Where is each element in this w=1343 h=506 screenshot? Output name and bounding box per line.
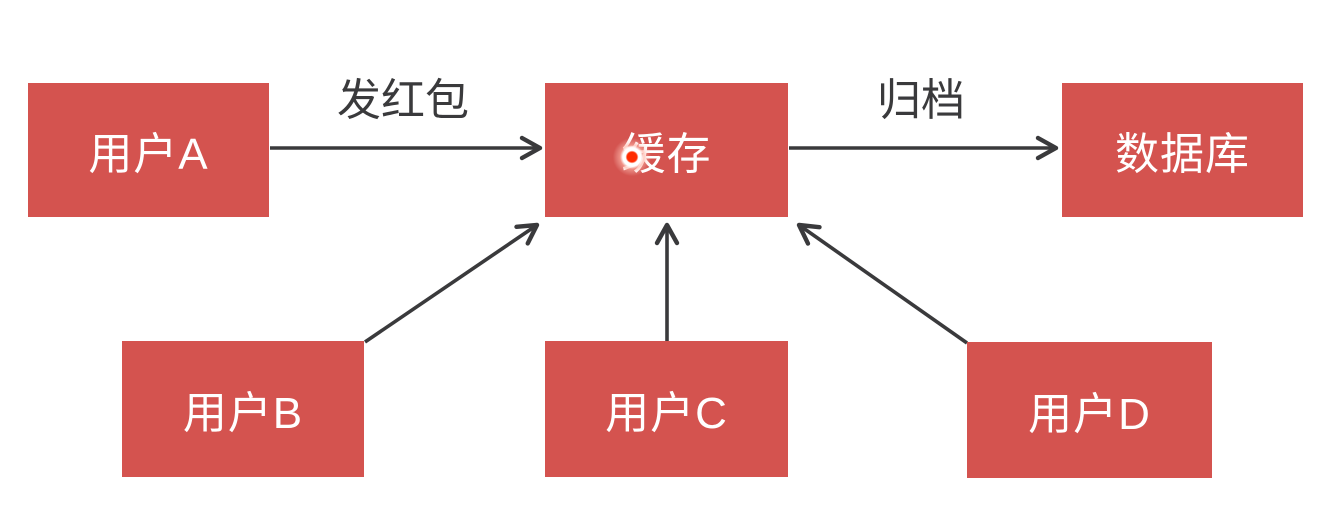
node-user-b-label: 用户B: [182, 389, 304, 438]
node-database: 数据库: [1062, 83, 1303, 217]
node-user-c-label: 用户C: [605, 389, 728, 438]
edge-label-send-red-packet: 发红包: [337, 76, 469, 125]
edge-user-b-to-cache: [363, 222, 540, 344]
node-cache-label: 缓存: [621, 130, 712, 179]
edge-label-archive: 归档: [877, 76, 965, 125]
node-database-label: 数据库: [1115, 130, 1250, 179]
node-user-a: 用户A: [28, 83, 269, 217]
edge-user-d-to-cache: [796, 222, 969, 345]
node-cache: 缓存: [545, 83, 788, 217]
node-user-d-label: 用户D: [1028, 390, 1151, 439]
node-user-a-label: 用户A: [88, 130, 209, 179]
node-user-d: 用户D: [967, 342, 1212, 478]
node-user-c: 用户C: [545, 341, 788, 477]
node-user-b: 用户B: [122, 341, 364, 477]
